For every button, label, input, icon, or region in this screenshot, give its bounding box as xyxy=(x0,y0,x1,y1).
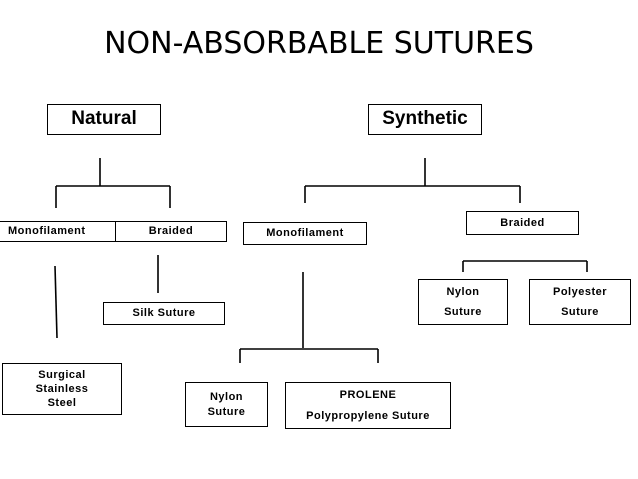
braided-nylon-node: Nylon Suture xyxy=(418,279,508,325)
natural-node: Natural xyxy=(47,104,161,135)
prolene-node: PROLENE Polypropylene Suture xyxy=(285,382,451,429)
mono-nylon-line-2: Suture xyxy=(207,405,246,418)
silk-suture-label: Silk Suture xyxy=(132,307,196,320)
surgical-steel-line-3: Steel xyxy=(47,397,77,410)
diagram-title: NON-ABSORBABLE SUTURES xyxy=(104,26,534,61)
synthetic-monofilament-node: Monofilament xyxy=(243,222,367,245)
natural-label: Natural xyxy=(71,108,137,130)
mono-nylon-line-1: Nylon xyxy=(209,391,244,404)
synthetic-monofilament-label: Monofilament xyxy=(266,227,344,240)
synthetic-node: Synthetic xyxy=(368,104,482,135)
polyester-line-1: Polyester xyxy=(552,285,608,298)
prolene-line-1: PROLENE xyxy=(339,389,397,402)
natural-braided-node: Braided xyxy=(115,221,227,242)
connector xyxy=(54,265,58,339)
synthetic-braided-node: Braided xyxy=(466,211,579,235)
natural-monofilament-node: Monofilament xyxy=(0,221,116,242)
prolene-line-2: Polypropylene Suture xyxy=(306,409,430,422)
silk-suture-node: Silk Suture xyxy=(103,302,225,325)
polyester-node: Polyester Suture xyxy=(529,279,631,325)
surgical-steel-node: Surgical Stainless Steel xyxy=(2,363,122,415)
surgical-steel-line-2: Stainless xyxy=(35,382,89,395)
natural-monofilament-label: Monofilament xyxy=(8,225,86,238)
synthetic-label: Synthetic xyxy=(382,108,468,130)
braided-nylon-line-1: Nylon xyxy=(446,285,480,298)
synthetic-braided-label: Braided xyxy=(500,216,545,229)
mono-nylon-node: Nylon Suture xyxy=(185,382,268,427)
braided-nylon-line-2: Suture xyxy=(444,306,482,318)
surgical-steel-line-1: Surgical xyxy=(38,368,86,381)
polyester-line-2: Suture xyxy=(561,306,599,318)
natural-braided-label: Braided xyxy=(148,225,194,238)
